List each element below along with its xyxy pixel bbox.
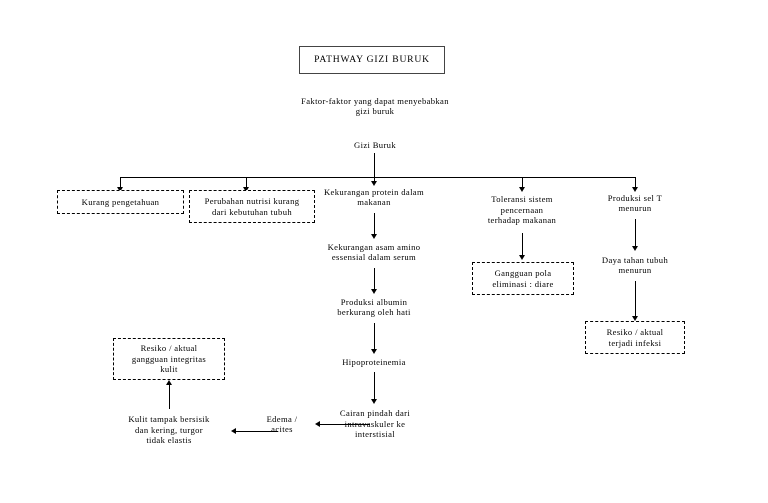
node-kekurangan-asam-amino-label: Kekurangan asam amino essensial dalam se…	[327, 241, 421, 262]
node-gangguan-eliminasi: Gangguan pola eliminasi : diare	[472, 262, 574, 295]
node-produksi-sel-t: Produksi sel T menurun	[585, 190, 685, 216]
node-kulit-bersisik-label: Kulit tampak bersisik dan kering, turgor…	[128, 414, 210, 446]
node-perubahan-nutrisi-label: Perubahan nutrisi kurang dari kebutuhan …	[204, 196, 300, 217]
connector-asam-amino-to-albumin	[374, 268, 375, 290]
connector-branch-toleransi-sistem	[522, 177, 523, 188]
node-kurang-pengetahuan: Kurang pengetahuan	[57, 190, 184, 214]
node-resiko-infeksi: Resiko / aktual terjadi infeksi	[585, 321, 685, 354]
arrow-down-icon-produksi-sel-t	[632, 187, 639, 192]
connector-hipoproteinemia-to-cairan	[374, 372, 375, 400]
connector-albumin-to-hipoproteinemia	[374, 323, 375, 350]
node-daya-tahan-tubuh: Daya tahan tubuh menurun	[582, 252, 688, 278]
node-edema-acites: Edema / acites	[250, 411, 314, 437]
node-resiko-integritas-kulit-label: Resiko / aktual gangguan integritas kuli…	[131, 343, 207, 375]
connector-edema-to-kulit	[236, 431, 278, 432]
node-cairan-pindah-label: Cairan pindah dari intravaskuler ke inte…	[339, 408, 411, 440]
node-produksi-sel-t-label: Produksi sel T menurun	[607, 192, 663, 213]
connector-distribution-bar	[120, 177, 635, 178]
node-gizi-buruk-label: Gizi Buruk	[354, 139, 396, 150]
connector-branch-kurang-pengetahuan	[120, 177, 121, 188]
connector-cairan-to-edema	[320, 424, 370, 425]
arrow-down-icon-cairan-pindah	[371, 399, 378, 404]
node-hipoproteinemia-label: Hipoproteinemia	[342, 356, 406, 367]
node-gangguan-eliminasi-label: Gangguan pola eliminasi : diare	[492, 268, 554, 289]
node-toleransi-sistem: Toleransi sistem pencernaan terhadap mak…	[466, 190, 578, 230]
node-resiko-infeksi-label: Resiko / aktual terjadi infeksi	[606, 327, 664, 348]
arrow-down-icon-resiko-infeksi	[632, 316, 639, 321]
connector-branch-kekurangan-protein	[374, 177, 375, 182]
diagram-title-box: PATHWAY GIZI BURUK	[299, 46, 445, 74]
connector-sel-t-to-daya-tahan	[635, 219, 636, 247]
arrow-down-icon-kekurangan-protein	[371, 181, 378, 186]
connector-toleransi-to-gangguan-eliminasi	[522, 233, 523, 256]
node-kekurangan-asam-amino: Kekurangan asam amino essensial dalam se…	[313, 239, 435, 265]
node-kekurangan-protein-label: Kekurangan protein dalam makanan	[323, 186, 425, 207]
arrow-up-icon-resiko-integritas-kulit	[166, 380, 173, 385]
node-toleransi-sistem-label: Toleransi sistem pencernaan terhadap mak…	[487, 194, 557, 226]
arrow-down-icon-produksi-albumin	[371, 289, 378, 294]
node-daya-tahan-tubuh-label: Daya tahan tubuh menurun	[601, 254, 669, 275]
node-cairan-pindah: Cairan pindah dari intravaskuler ke inte…	[319, 404, 431, 444]
node-factors-heading-label: Faktor-faktor yang dapat menyebabkan giz…	[301, 95, 449, 116]
arrow-down-icon-hipoproteinemia	[371, 349, 378, 354]
node-produksi-albumin: Produksi albumin berkurang oleh hati	[316, 294, 432, 320]
diagram-title-text: PATHWAY GIZI BURUK	[314, 54, 430, 66]
arrow-down-icon-asam-amino	[371, 234, 378, 239]
node-gizi-buruk: Gizi Buruk	[325, 138, 425, 152]
connector-branch-produksi-sel-t	[635, 177, 636, 188]
node-resiko-integritas-kulit: Resiko / aktual gangguan integritas kuli…	[113, 338, 225, 380]
node-kulit-bersisik: Kulit tampak bersisik dan kering, turgor…	[110, 410, 228, 450]
arrow-left-icon-kulit-bersisik	[231, 427, 236, 434]
node-hipoproteinemia: Hipoproteinemia	[330, 355, 418, 369]
node-kurang-pengetahuan-label: Kurang pengetahuan	[81, 196, 160, 207]
arrow-down-icon-toleransi-sistem	[519, 187, 526, 192]
connector-branch-perubahan-nutrisi	[246, 177, 247, 188]
node-factors-heading: Faktor-faktor yang dapat menyebabkan giz…	[275, 93, 475, 119]
connector-protein-to-asam-amino	[374, 213, 375, 235]
arrow-down-icon-gangguan-eliminasi	[519, 255, 526, 260]
node-perubahan-nutrisi: Perubahan nutrisi kurang dari kebutuhan …	[189, 190, 315, 223]
arrow-down-icon-kurang-pengetahuan	[117, 187, 124, 192]
node-kekurangan-protein: Kekurangan protein dalam makanan	[315, 184, 433, 210]
connector-kulit-to-resiko-integritas	[169, 384, 170, 409]
node-edema-acites-label: Edema / acites	[266, 413, 298, 434]
arrow-down-icon-perubahan-nutrisi	[243, 187, 250, 192]
node-produksi-albumin-label: Produksi albumin berkurang oleh hati	[337, 296, 411, 317]
arrow-left-icon-edema	[315, 420, 320, 427]
connector-daya-tahan-to-resiko-infeksi	[635, 281, 636, 317]
arrow-down-icon-daya-tahan	[632, 246, 639, 251]
connector-gizi-buruk-down	[374, 153, 375, 177]
